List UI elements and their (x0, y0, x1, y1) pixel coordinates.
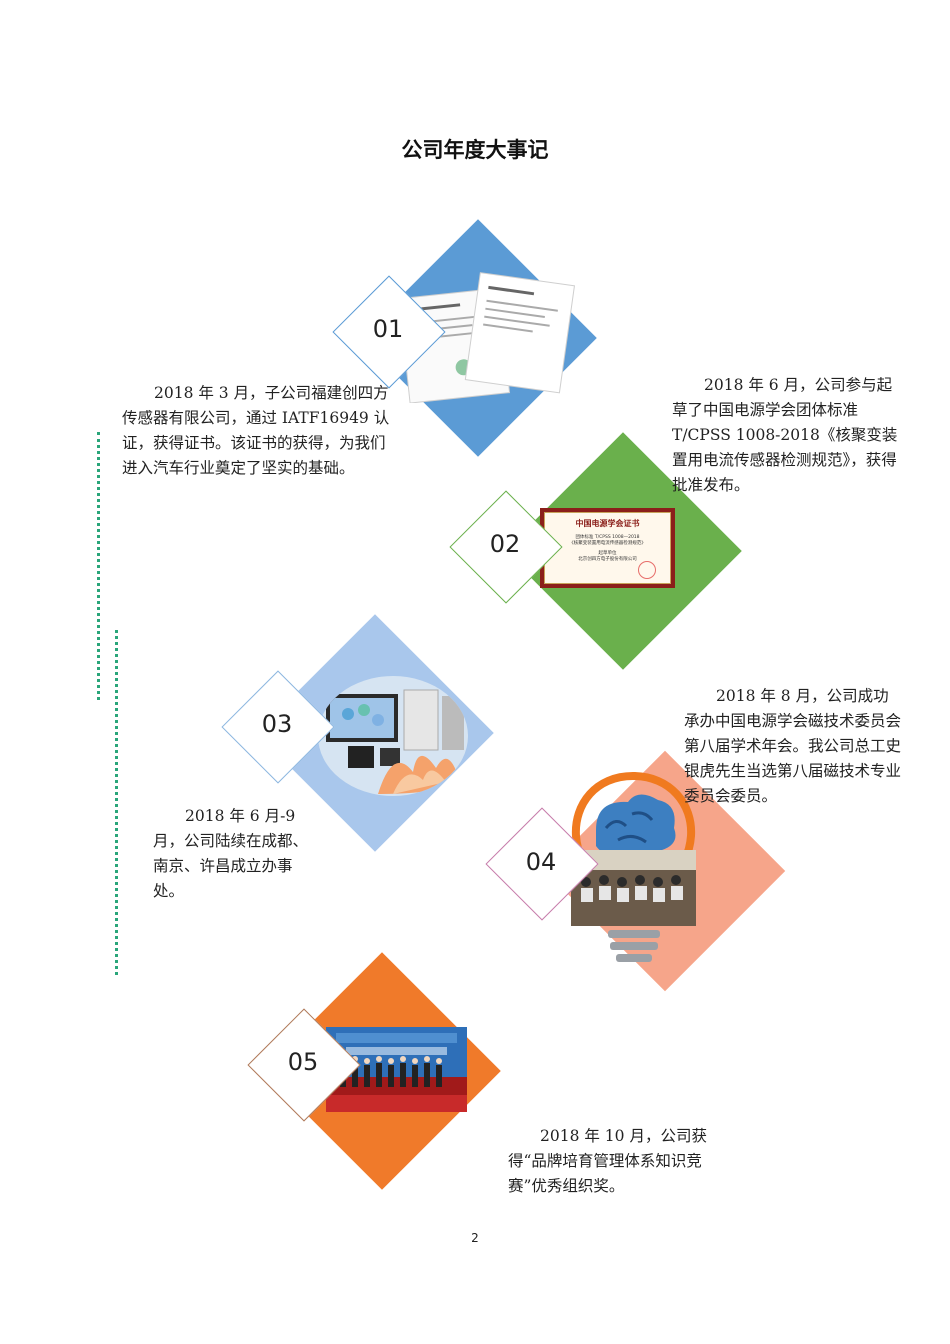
dotted-line-left-2 (115, 630, 118, 975)
certificate-heading: 中国电源学会证书 (575, 519, 640, 528)
event-03-number: 03 (261, 710, 293, 738)
page-title: 公司年度大事记 (401, 138, 549, 162)
event-03-photo (318, 676, 468, 796)
event-05-number: 05 (287, 1048, 319, 1076)
event-01-number: 01 (372, 315, 404, 343)
dotted-line-left (97, 432, 100, 700)
certificate-line-4: 北京创四方电子股份有限公司 (578, 557, 637, 562)
event-04-number: 04 (525, 848, 557, 876)
certificate-seal (638, 561, 656, 579)
certificate-line-2: 《核聚变装置用电流传感器检测规范》 (569, 541, 646, 546)
event-05-text: 2018 年 10 月，公司获得“品牌培育管理体系知识竞赛”优秀组织奖。 (508, 1127, 707, 1195)
event-02-text: 2018 年 6 月，公司参与起草了中国电源学会团体标准 T/CPSS 1008… (672, 376, 898, 494)
event-01-text: 2018 年 3 月，子公司福建创四方传感器有限公司，通过 IATF16949 … (122, 384, 390, 477)
event-04-text: 2018 年 8 月，公司成功承办中国电源学会磁技术委员会第八届学术年会。我公司… (684, 687, 902, 805)
event-02-certificate: 中国电源学会证书 团体标准 T/CPSS 1008—2018 《核聚变装置用电流… (540, 508, 675, 588)
certificate-line-3: 起草单位 (598, 551, 617, 556)
event-03-text: 2018 年 6 月-9 月，公司陆续在成都、南京、许昌成立办事处。 (153, 807, 309, 900)
page-number: 2 (471, 1231, 479, 1245)
event-02-number: 02 (489, 530, 521, 558)
certificate-line-1: 团体标准 T/CPSS 1008—2018 (575, 535, 640, 540)
